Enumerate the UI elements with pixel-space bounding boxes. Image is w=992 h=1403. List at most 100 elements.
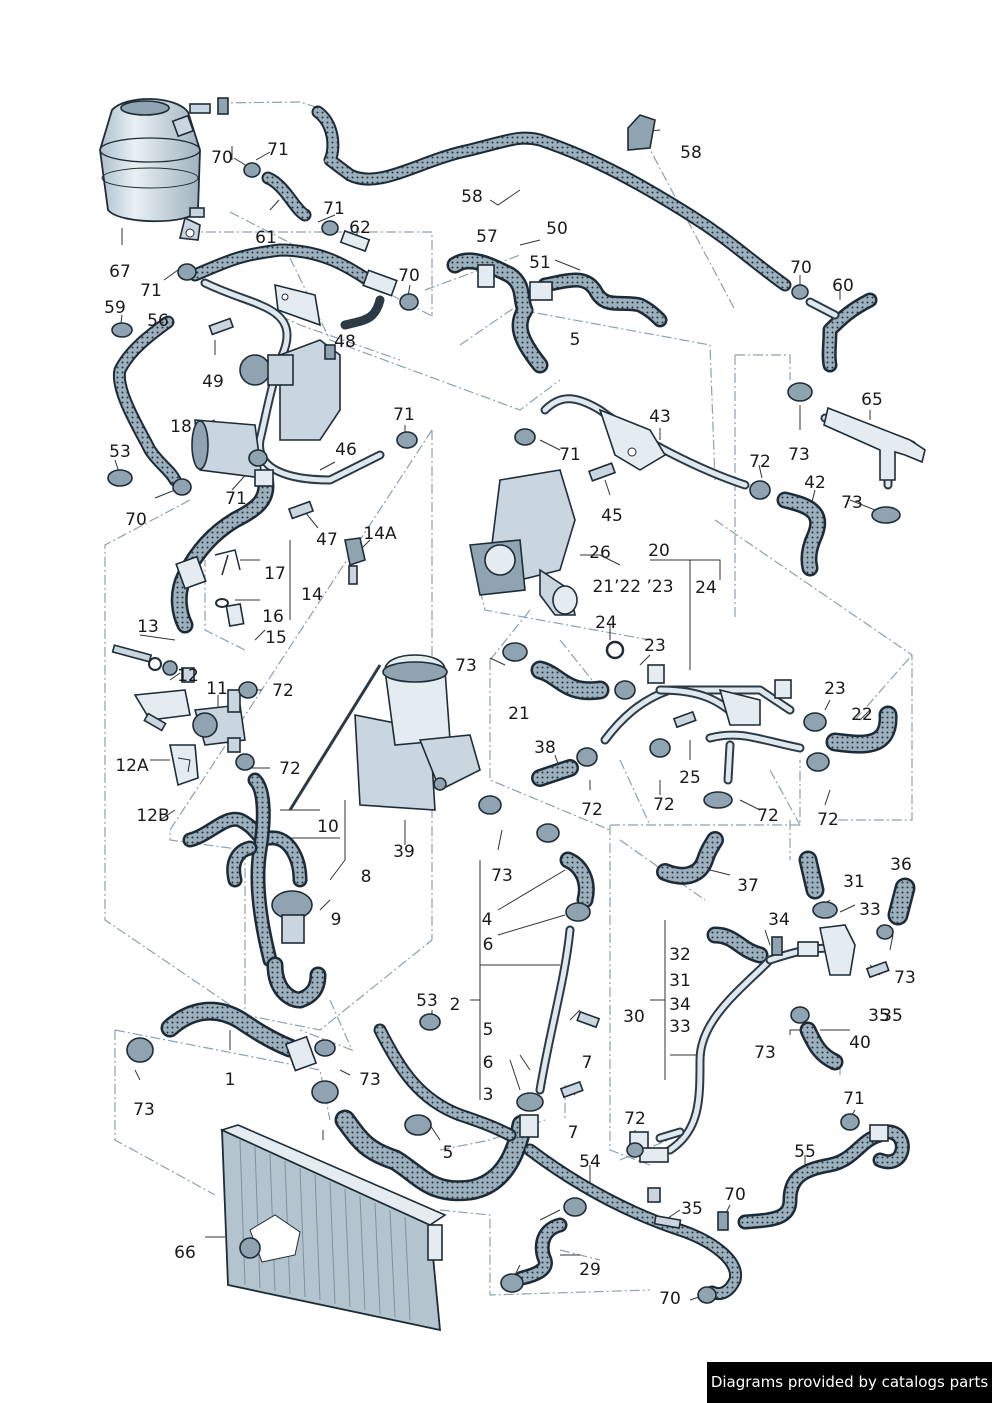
part-label: 72 [653, 795, 675, 815]
part-label: 73 [359, 1070, 381, 1090]
part-label: 73 [754, 1043, 776, 1063]
part-label: 12A [115, 756, 149, 776]
part-label: 50 [546, 219, 568, 239]
part-label: 71 [140, 281, 162, 301]
part-label: 49 [202, 372, 224, 392]
part-label: 12 [177, 666, 199, 686]
coolant-pipes [200, 278, 917, 1155]
part-label: 35 [681, 1199, 703, 1219]
part-label: 71 [323, 199, 345, 219]
part-label: 53 [416, 991, 438, 1011]
part-label: 61 [255, 228, 277, 248]
part-label: 40 [849, 1033, 871, 1053]
part-label: 20 [648, 541, 670, 561]
part-label: 70 [398, 266, 420, 286]
part-label: 30 [623, 1007, 645, 1027]
part-label: 62 [349, 218, 371, 238]
coolant-hoses [112, 105, 916, 1300]
egr-valve [239, 283, 341, 441]
part-label: 70 [659, 1289, 681, 1309]
part-label: 24 [595, 613, 617, 633]
part-label: 72 [581, 800, 603, 820]
part-label: 70 [211, 148, 233, 168]
part-label: 43 [649, 407, 671, 427]
part-label: 67 [109, 262, 131, 282]
part-label: 3 [483, 1085, 494, 1105]
part-label: 71 [393, 405, 415, 425]
part-label: 70 [790, 258, 812, 278]
part-label: 31 [843, 872, 865, 892]
part-label: 55 [794, 1142, 816, 1162]
part-label: 70 [724, 1185, 746, 1205]
part-label: 21 [508, 704, 530, 724]
part-label: 5 [483, 1020, 494, 1040]
part-label: 46 [335, 440, 357, 460]
part-label: 72 [272, 681, 294, 701]
expansion-tank [99, 98, 211, 241]
part-label: 5 [570, 330, 581, 350]
part-label: 47 [316, 530, 338, 550]
components [99, 97, 926, 1332]
part-label: 4 [482, 910, 493, 930]
part-label: 7 [582, 1053, 593, 1073]
part-label: 73 [133, 1100, 155, 1120]
radiator [219, 1124, 447, 1332]
part-label: 51 [529, 253, 551, 273]
part-label: 33 [669, 1017, 691, 1037]
part-label: 10 [317, 817, 339, 837]
part-label: 65 [861, 390, 883, 410]
part-label: 22 [851, 705, 873, 725]
part-label: 72 [624, 1109, 646, 1129]
part-label: 14 [301, 585, 323, 605]
part-label: 18 [170, 417, 192, 437]
part-label: 32 [669, 945, 691, 965]
part-label: 31 [669, 971, 691, 991]
part-label: 23 [824, 679, 846, 699]
part-label: 53 [109, 442, 131, 462]
part-label: 36 [890, 855, 912, 875]
part-label: 73 [491, 866, 513, 886]
part-label: 1 [225, 1070, 236, 1090]
part-label: 13 [137, 617, 159, 637]
part-label: 16 [262, 607, 284, 627]
part-label: 6 [483, 1053, 494, 1073]
part-label: 45 [601, 506, 623, 526]
part-label: 37 [737, 876, 759, 896]
part-label: 72 [817, 810, 839, 830]
part-label: 72 [757, 806, 779, 826]
part-label: 58 [461, 187, 483, 207]
part-label: 24 [695, 578, 717, 598]
part-label: 39 [393, 842, 415, 862]
part-label: 26 [589, 543, 611, 563]
part-label: 73 [894, 968, 916, 988]
part-label: 11 [206, 679, 228, 699]
part-label: 7 [568, 1123, 579, 1143]
part-label: 72 [749, 452, 771, 472]
part-label: 25 [679, 768, 701, 788]
part-label: 17 [264, 564, 286, 584]
part-label: 6 [483, 935, 494, 955]
part-label: 33 [859, 900, 881, 920]
part-label: 35 [868, 1006, 890, 1026]
part-label: 71 [225, 489, 247, 509]
part-label: 58 [680, 143, 702, 163]
part-label: 2 [450, 995, 461, 1015]
part-label: 73 [788, 445, 810, 465]
part-label: 38 [534, 738, 556, 758]
part-label: 54 [579, 1152, 601, 1172]
part-label: 23 [644, 636, 666, 656]
hose-clamps [107, 162, 901, 1304]
water-pump-housing [469, 469, 578, 616]
oil-filter-housing [354, 654, 481, 811]
part-label: 71 [267, 140, 289, 160]
part-label: 57 [476, 227, 498, 247]
part-label: 70 [125, 510, 147, 530]
part-label: 14A [363, 524, 397, 544]
attribution-footer: Diagrams provided by catalogs parts [707, 1362, 992, 1403]
part-label: 21’22 ’23 [592, 577, 673, 597]
part-label: 34 [768, 910, 790, 930]
part-label: 9 [331, 910, 342, 930]
part-label: 71 [843, 1089, 865, 1109]
